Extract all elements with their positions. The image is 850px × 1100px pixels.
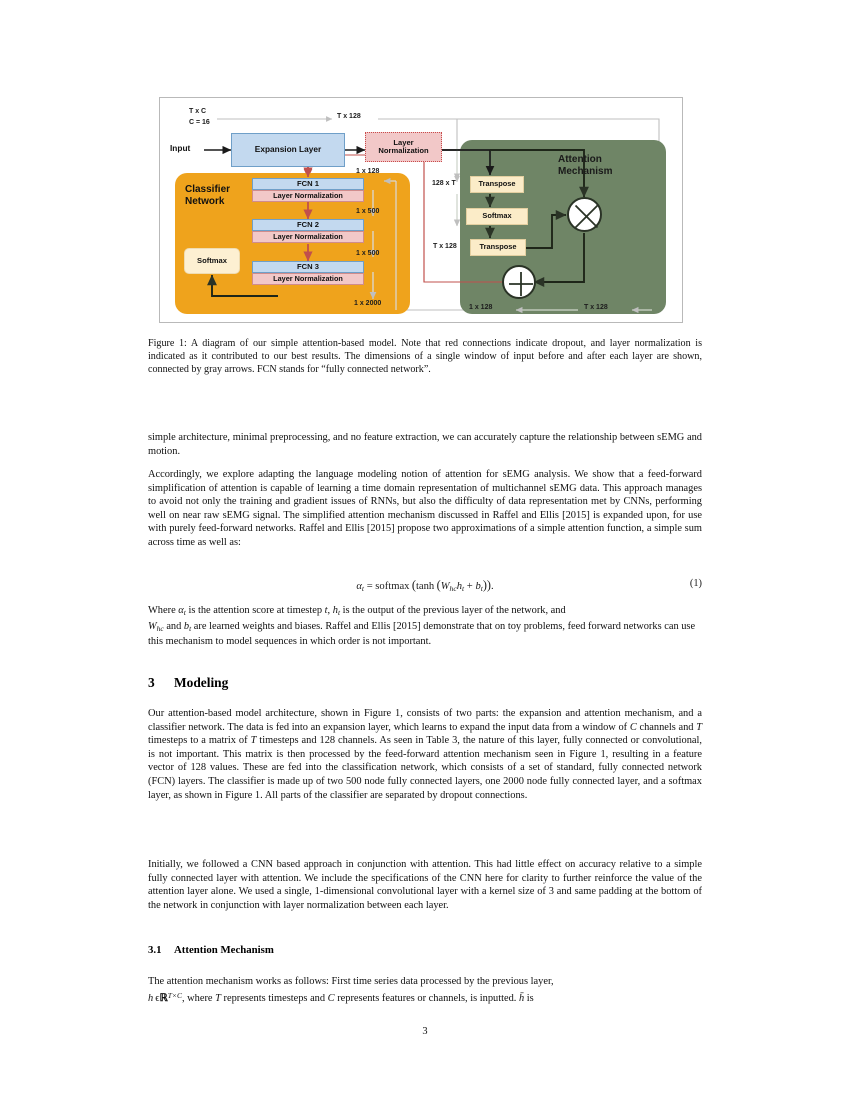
- paragraph-accordingly: Accordingly, we explore adapting the lan…: [148, 469, 702, 548]
- paragraph-continued: simple architecture, minimal preprocessi…: [148, 432, 702, 457]
- dim-label-1x500-b: 1 x 500: [356, 250, 380, 257]
- fcn3-box: FCN 3: [252, 261, 364, 273]
- dim-label-t128-top: T x 128: [337, 113, 361, 120]
- equation-1: αt = softmax (tanh (Whcht + bt)). (1): [148, 578, 702, 593]
- attention-mechanism-title-line2: Mechanism: [558, 166, 613, 177]
- attention-text-2a: , where: [181, 992, 216, 1004]
- classifier-network-title-line2: Network: [185, 196, 225, 207]
- attention-text-1: The attention mechanism works as follows…: [148, 976, 554, 987]
- layer-normalization-top-line1: Layer: [393, 137, 414, 147]
- softmax-attention-box: Softmax: [466, 208, 528, 225]
- figure-caption: Figure 1: A diagram of our simple attent…: [148, 338, 702, 376]
- section-3-heading: 3 Modeling: [148, 675, 228, 691]
- paragraph-where: Where αt is the attention score at times…: [148, 605, 696, 648]
- dim-label-1x2000: 1 x 2000: [354, 300, 382, 307]
- input-label: Input: [170, 143, 191, 153]
- where-text-6: are learned weights and biases. Raffel a…: [148, 620, 696, 648]
- classifier-network-title-line1: Classifier: [185, 184, 231, 195]
- fcn3-layernorm-box: Layer Normalization: [252, 273, 364, 285]
- where-text-2: is the attention score at timestep: [185, 605, 325, 616]
- dim-label-txc: T x C: [189, 108, 207, 115]
- dim-label-1x128-b: 1 x 128: [469, 304, 493, 311]
- fcn2-layernorm-box: Layer Normalization: [252, 231, 364, 243]
- section-3-1-heading: 3.1 Attention Mechanism: [148, 944, 274, 956]
- where-text-4: is the output of the previous layer of t…: [340, 605, 566, 616]
- figure-1-diagram: T x C C = 16 T x 128 Input Expansion Lay…: [159, 97, 683, 323]
- attention-text-2b: represents timesteps and: [220, 992, 328, 1004]
- fcn1-layernorm-box: Layer Normalization: [252, 190, 364, 202]
- transpose-2-box: Transpose: [470, 239, 526, 256]
- where-text-3: ,: [327, 605, 333, 616]
- attention-mechanism-title-line1: Attention: [558, 154, 602, 165]
- where-text-1: Where: [148, 605, 179, 616]
- softmax-classifier-box: Softmax: [184, 248, 240, 274]
- dim-label-c16: C = 16: [189, 119, 210, 126]
- dim-label-1x500-a: 1 x 500: [356, 208, 380, 215]
- paragraph-modeling: Our attention-based model architecture, …: [148, 708, 702, 801]
- transpose-1-box: Transpose: [470, 176, 524, 193]
- layer-normalization-top-box: Layer Normalization: [365, 132, 442, 162]
- attention-text-2d: is: [524, 992, 534, 1004]
- equation-1-number: (1): [689, 578, 702, 589]
- section-3-1-title: Attention Mechanism: [174, 944, 274, 956]
- fcn1-box: FCN 1: [252, 178, 364, 190]
- layer-normalization-top-line2: Normalization: [378, 146, 429, 155]
- fcn2-box: FCN 2: [252, 219, 364, 231]
- where-text-5: and: [163, 620, 184, 632]
- page-number: 3: [422, 1026, 428, 1037]
- dim-label-1x128-a: 1 x 128: [356, 168, 380, 175]
- multiply-node: [567, 197, 602, 232]
- equation-1-body: αt = softmax (tanh (Whcht + bt)).: [356, 578, 494, 594]
- attention-text-2c: represents features or channels, is inpu…: [334, 992, 519, 1004]
- dim-label-128xT: 128 x T: [432, 180, 456, 187]
- paragraph-attention-mechanism: The attention mechanism works as follows…: [148, 976, 554, 1004]
- add-node: [502, 265, 536, 299]
- section-3-title: Modeling: [174, 675, 229, 690]
- section-3-number: 3: [148, 675, 155, 690]
- dim-label-Tx128-mid: T x 128: [433, 243, 457, 250]
- paragraph-initially: Initially, we followed a CNN based appro…: [148, 859, 702, 911]
- section-3-1-number: 3.1: [148, 944, 162, 956]
- dim-label-Tx128-bottom: T x 128: [584, 304, 608, 311]
- expansion-layer-box: Expansion Layer: [231, 133, 345, 167]
